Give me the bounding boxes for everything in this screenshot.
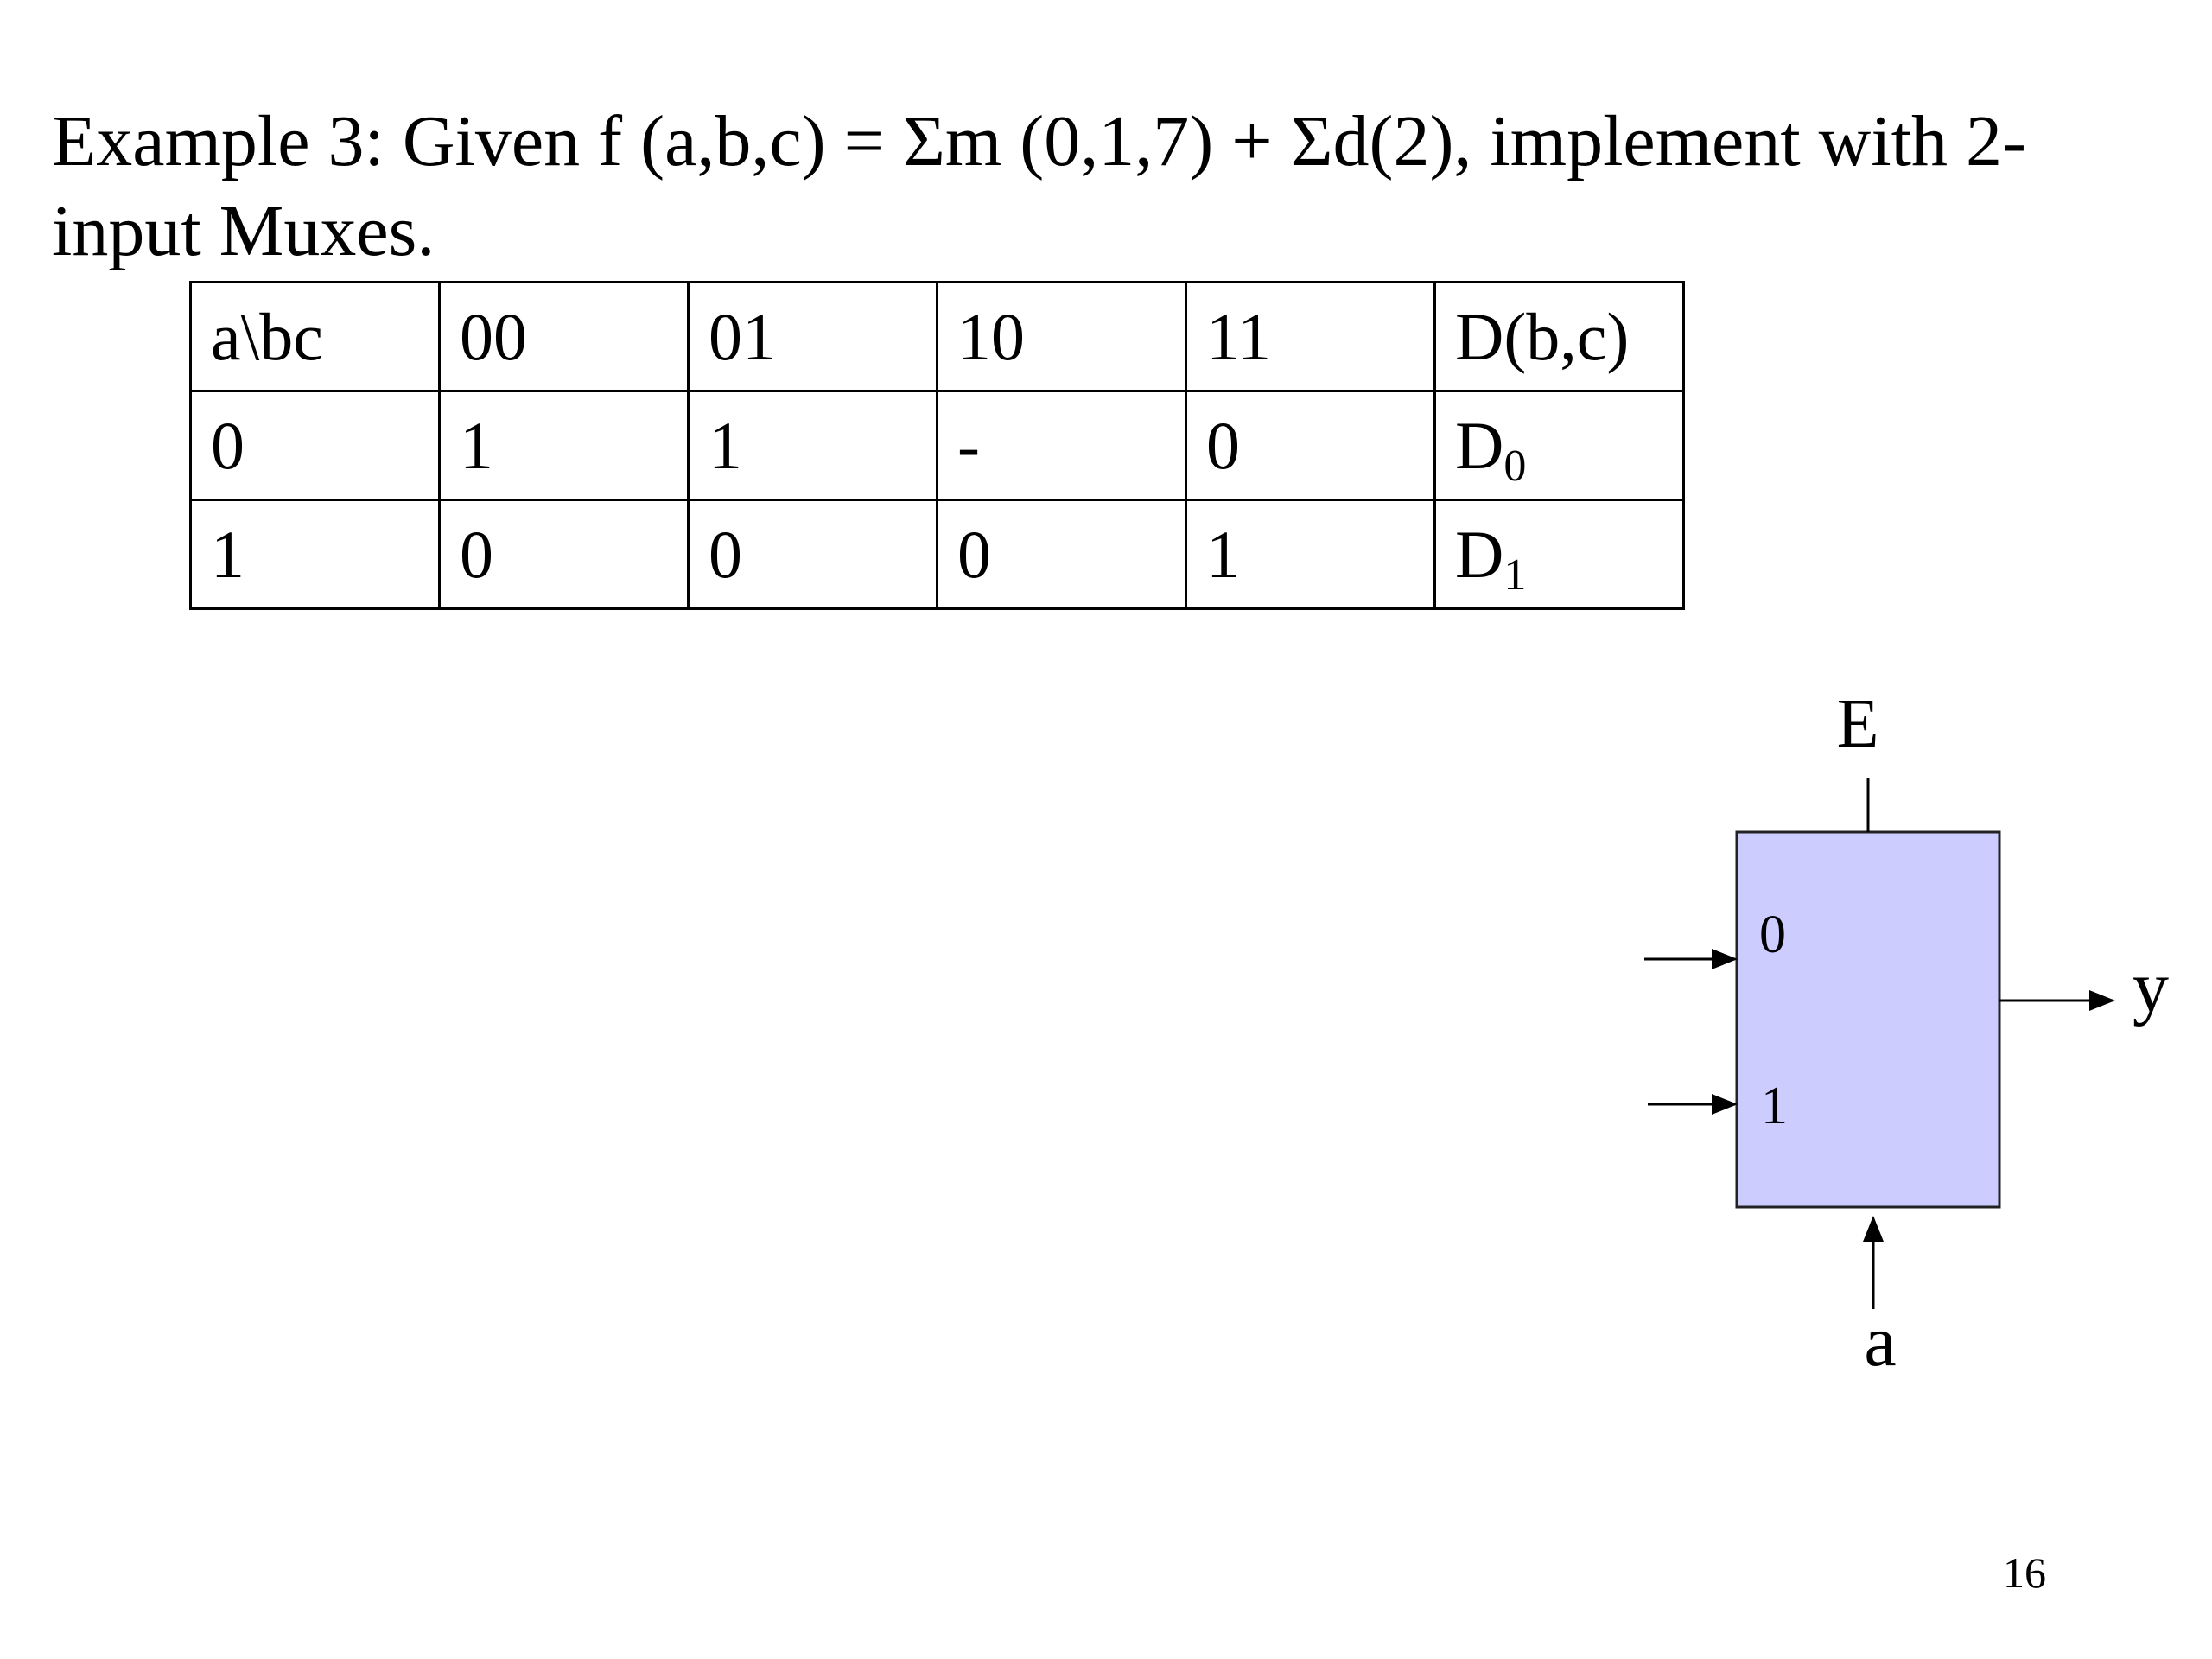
- table-header-row: a\bc 00 01 10 11 D(b,c): [189, 281, 1685, 392]
- table-cell: -: [936, 390, 1187, 501]
- header-cell-dbc: D(b,c): [1433, 281, 1685, 392]
- input-1-label: 1: [1761, 1077, 1788, 1135]
- row-a-value: 1: [189, 499, 441, 610]
- slide-title: Example 3: Given f (a,b,c) = Σm (0,1,7) …: [52, 97, 2160, 276]
- header-cell-11: 11: [1185, 281, 1436, 392]
- page-number: 16: [2003, 1548, 2046, 1597]
- d-base: D: [1455, 407, 1504, 483]
- select-label: a: [1864, 1301, 1896, 1382]
- header-cell-01: 01: [687, 281, 938, 392]
- title-line-2: input Muxes.: [52, 191, 435, 271]
- row-a-value: 0: [189, 390, 441, 501]
- header-cell-corner: a\bc: [189, 281, 441, 392]
- title-line-1: Example 3: Given f (a,b,c) = Σm (0,1,7) …: [52, 101, 2026, 181]
- table-cell: 1: [1185, 499, 1436, 610]
- table-cell: 0: [936, 499, 1187, 610]
- d-subscript: 0: [1503, 441, 1527, 491]
- table-row: 1 0 0 0 1 D1: [189, 499, 1685, 610]
- d-function-cell: D0: [1433, 390, 1685, 501]
- header-cell-10: 10: [936, 281, 1187, 392]
- table-cell: 1: [438, 390, 690, 501]
- table-cell: 0: [438, 499, 690, 610]
- header-cell-00: 00: [438, 281, 690, 392]
- input-0-label: 0: [1759, 906, 1786, 964]
- table-row: 0 1 1 - 0 D0: [189, 390, 1685, 501]
- d-subscript: 1: [1503, 550, 1527, 600]
- truth-table: a\bc 00 01 10 11 D(b,c) 0 1 1 - 0 D0 1 0…: [189, 281, 1685, 610]
- output-label: y: [2133, 947, 2169, 1027]
- table-cell: 0: [1185, 390, 1436, 501]
- table-cell: 0: [687, 499, 938, 610]
- table-cell: 1: [687, 390, 938, 501]
- mux-box: [1735, 830, 2001, 1209]
- d-base: D: [1455, 516, 1504, 592]
- d-function-cell: D1: [1433, 499, 1685, 610]
- enable-label: E: [1837, 686, 1879, 762]
